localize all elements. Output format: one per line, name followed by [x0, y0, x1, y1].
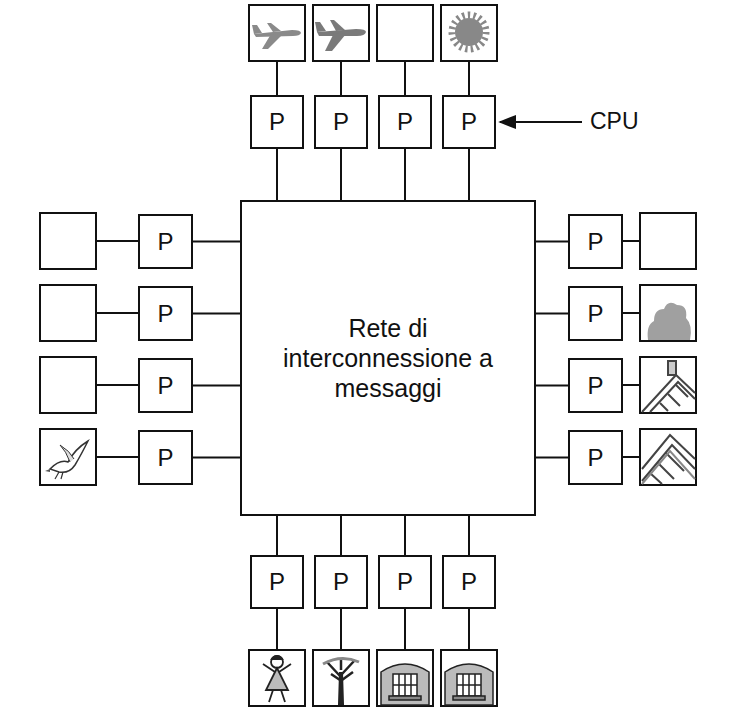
airplane-picture [315, 20, 366, 51]
network-link [536, 313, 568, 315]
memory-tile [249, 5, 305, 61]
cpu-label: P [587, 374, 603, 398]
network-link [468, 516, 470, 555]
cpu-label: P [587, 446, 603, 470]
cpu-box: P [138, 286, 193, 341]
memory-tile [441, 650, 497, 706]
network-link [340, 516, 342, 555]
network-link [193, 241, 240, 243]
cpu-label: P [157, 374, 173, 398]
network-link [193, 313, 240, 315]
network-link [536, 385, 568, 387]
cpu-label: P [397, 570, 413, 594]
bush-picture [648, 303, 691, 340]
memory-tile [313, 650, 369, 706]
cpu-label: P [157, 302, 173, 326]
cpu-box: P [314, 555, 368, 609]
cpu-label: P [461, 110, 477, 134]
cpu-label: P [333, 570, 349, 594]
network-link [340, 149, 342, 200]
cpu-label: P [269, 570, 285, 594]
cpu-label: P [461, 570, 477, 594]
cpu-label: P [397, 110, 413, 134]
tree-picture [323, 658, 359, 705]
memory-wires [96, 61, 640, 650]
cpu-pointer [500, 121, 582, 123]
memory-tile [40, 213, 96, 269]
cpu-label: P [157, 446, 173, 470]
network-link [193, 385, 240, 387]
cpu-box: P [250, 555, 304, 609]
network-link [276, 149, 278, 200]
memory-tile [40, 429, 96, 485]
seagull-picture [45, 441, 88, 479]
network-link [404, 516, 406, 555]
network-link [276, 516, 278, 555]
roof-picture [642, 435, 695, 484]
network-link [536, 457, 568, 459]
cpu-box: P [568, 286, 623, 341]
network-link [193, 457, 240, 459]
network-link [404, 149, 406, 200]
roof-picture [642, 361, 695, 412]
cpu-box: P [442, 95, 496, 149]
network-link [536, 241, 568, 243]
memory-tile [40, 285, 96, 341]
cpu-box: P [138, 358, 193, 413]
house-picture [381, 664, 429, 705]
memory-tile [640, 357, 696, 413]
memory-tile [640, 285, 696, 341]
network-box: Rete di interconnessione a messaggi [240, 200, 536, 516]
cpu-label: P [269, 110, 285, 134]
cpu-box: P [138, 214, 193, 269]
cpu-box: P [568, 430, 623, 485]
memory-tile [640, 429, 696, 485]
memory-tile [377, 650, 433, 706]
cpu-label: P [333, 110, 349, 134]
network-label: Rete di interconnessione a messaggi [278, 313, 498, 403]
cpu-label: P [157, 230, 173, 254]
cpu-label: P [587, 230, 603, 254]
memory-tile [441, 5, 497, 61]
sun-picture [452, 15, 486, 49]
network-link [468, 149, 470, 200]
cpu-box: P [138, 430, 193, 485]
memory-tile [377, 5, 433, 61]
girl-picture [263, 656, 291, 702]
cpu-box: P [378, 555, 432, 609]
cpu-box: P [250, 95, 304, 149]
cpu-box: P [568, 214, 623, 269]
cpu-box: P [442, 555, 496, 609]
airplane-picture [252, 23, 301, 49]
cpu-label: P [587, 302, 603, 326]
memory-tile [40, 357, 96, 413]
memory-tile [313, 5, 369, 61]
cpu-box: P [378, 95, 432, 149]
memory-tile [640, 213, 696, 269]
cpu-caption: CPU [590, 110, 639, 133]
memory-tile [249, 650, 305, 706]
cpu-box: P [314, 95, 368, 149]
cpu-box: P [568, 358, 623, 413]
house-picture [445, 664, 493, 705]
